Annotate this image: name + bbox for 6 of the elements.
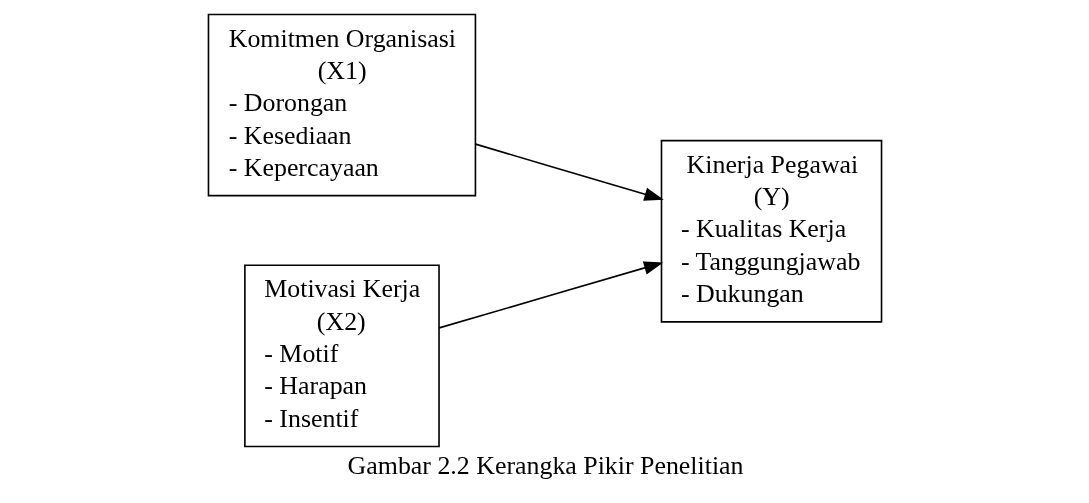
node-box: Komitmen Organisasi (X1) - Dorongan - Kesediaan - Kepercayaan [207,13,476,197]
node-box: Kinerja Pegawai (Y) - Kualitas Kerja - Tanggungjawab - Dukungan [660,139,882,323]
node-box: Motivasi Kerja (X2) - Motif - Harapan - Insentif [243,264,440,448]
arrow [437,261,663,329]
caption: Gambar 2.2 Kerangka Pikir Penelitian [347,450,744,480]
arrow [474,143,664,201]
